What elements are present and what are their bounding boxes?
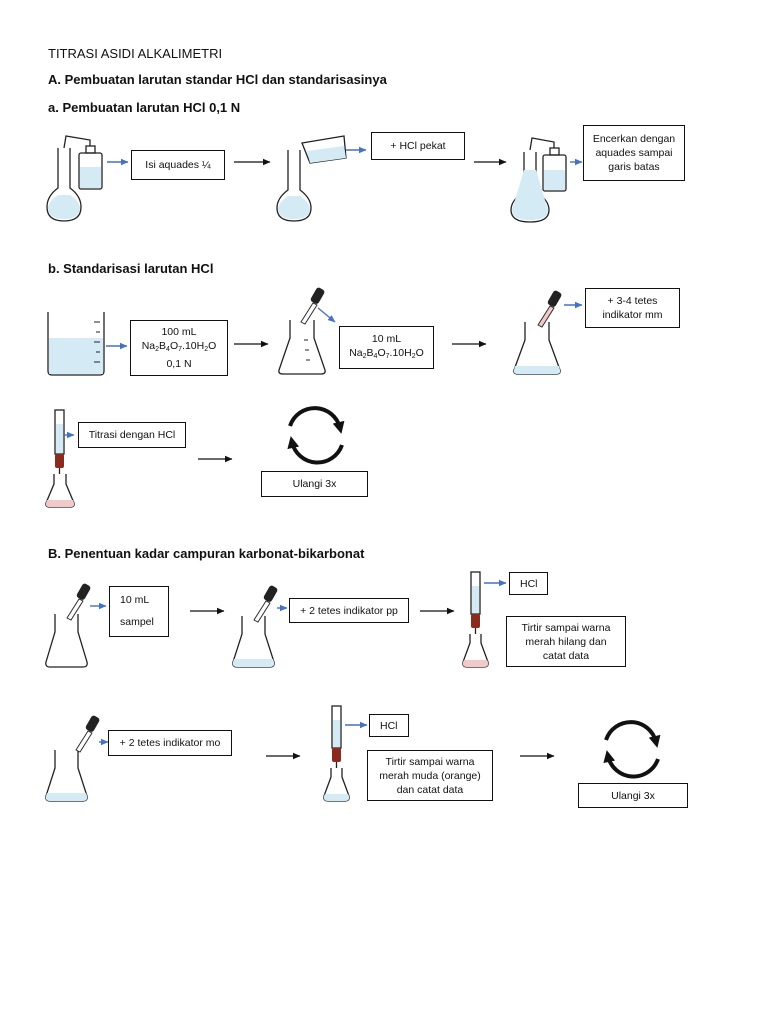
box-text: HCl [520,577,538,590]
erlenmeyer-flask-icon [278,320,326,375]
section-a-heading: A. Pembuatan larutan standar HCl dan sta… [48,72,387,87]
box-encerkan: Encerkan dengan aquades sampai garis bat… [583,125,685,181]
box-text: + 2 tetes indikator pp [300,604,398,617]
box-ulangi-3x: Ulangi 3x [261,471,368,497]
box-text-line: 0,1 N [166,358,192,370]
box-text-line: Tirtir sampai warna [521,621,611,634]
erlenmeyer-flask-icon [513,322,561,375]
pouring-beaker-icon [301,135,347,164]
part-b-heading: b. Standarisasi larutan HCl [48,261,214,276]
box-text-line: Tirtir sampai warna [385,755,475,768]
formula-borax: Na2B4O7.10H2O [141,340,217,353]
box-text: Titrasi dengan HCl [88,429,176,441]
erlenmeyer-flask-icon [45,750,88,802]
erlenmeyer-flask-icon [45,614,88,668]
box-text-line: 10 mL [371,332,402,345]
box-tirtir-merah-hilang: Tirtir sampai warna merah hilang dan cat… [506,616,626,667]
box-10ml-borax: 10 mL Na2B4O7.10H2O [339,326,434,369]
box-text: Ulangi 3x [611,789,655,802]
wash-bottle-icon [63,135,103,190]
beaker-icon [47,312,105,376]
box-ulangi-3x: Ulangi 3x [578,783,688,808]
repeat-cycle-icon [287,406,345,465]
burette-icon [331,705,342,768]
formula-borax: Na2B4O7.10H2O [349,346,424,360]
box-100ml-borax: 100 mL Na2B4O7.10H2O 0,1 N [130,320,228,376]
box-text: HCl [380,719,398,732]
erlenmeyer-flask-icon [232,616,275,668]
section-b-heading: B. Penentuan kadar campuran karbonat-bik… [48,546,365,561]
box-text-line: catat data [542,649,590,662]
box-text-line: indikator mm [602,309,663,321]
box-text-line: merah hilang dan [525,635,607,648]
burette-icon [54,409,65,474]
box-tirtir-merah-muda: Tirtir sampai warna merah muda (orange) … [367,750,493,801]
blue-arrow-icon [317,307,336,323]
burette-icon [470,571,481,634]
box-text: Isi aquades ¼ [145,159,211,171]
page-title: TITRASI ASIDI ALKALIMETRI [48,46,223,61]
erlenmeyer-flask-icon [462,634,489,668]
box-text-line: merah muda (orange) [379,769,481,782]
wash-bottle-icon [529,137,567,192]
box-hcl: HCl [369,714,409,737]
box-text-line: aquades sampai [595,147,673,159]
box-text-line: 100 mL [161,326,197,338]
box-text-line: garis batas [608,161,660,173]
volumetric-flask-icon [276,150,312,222]
box-hcl-pekat: + HCl pekat [371,132,465,160]
box-indikator-mo: + 2 tetes indikator mo [108,730,232,756]
part-a-heading: a. Pembuatan larutan HCl 0,1 N [48,100,241,115]
box-text-line: Encerkan dengan [592,133,676,145]
box-text: Ulangi 3x [292,478,337,490]
dropper-icon [537,290,562,328]
volumetric-flask-icon [46,148,82,222]
dropper-icon [75,715,100,753]
box-text-line: 10 mL [120,594,150,606]
box-text-line: + 3-4 tetes [607,295,658,307]
box-text-line: dan catat data [396,783,464,796]
volumetric-flask-icon [510,152,550,223]
dropper-icon [253,585,278,623]
repeat-cycle-icon [603,720,661,779]
dropper-icon [66,583,91,621]
box-hcl: HCl [509,572,548,595]
box-10ml-sampel: 10 mL sampel [109,586,169,637]
box-indikator-mm: + 3-4 tetes indikator mm [585,288,680,328]
box-indikator-pp: + 2 tetes indikator pp [289,598,409,623]
box-isi-aquades: Isi aquades ¼ [131,150,225,180]
box-text-line: sampel [120,616,154,628]
box-text: + HCl pekat [390,140,446,152]
erlenmeyer-flask-icon [323,768,350,802]
box-titrasi-hcl: Titrasi dengan HCl [78,422,186,448]
dropper-icon [300,287,325,325]
box-text: + 2 tetes indikator mo [119,737,221,749]
erlenmeyer-flask-icon [45,474,75,508]
